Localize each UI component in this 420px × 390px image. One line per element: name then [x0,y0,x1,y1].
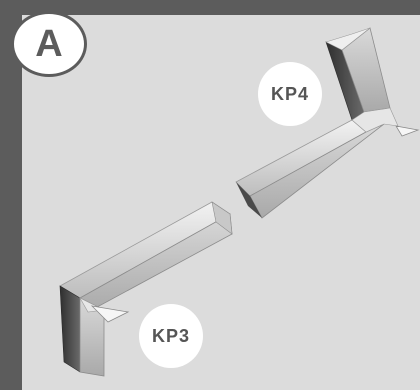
profile-segment-kp4 [235,27,420,219]
label-kp4: KP4 [258,62,322,126]
profile-segment-kp3 [59,201,233,377]
panel-letter-badge: A [11,11,87,77]
label-kp3: KP3 [139,304,203,368]
